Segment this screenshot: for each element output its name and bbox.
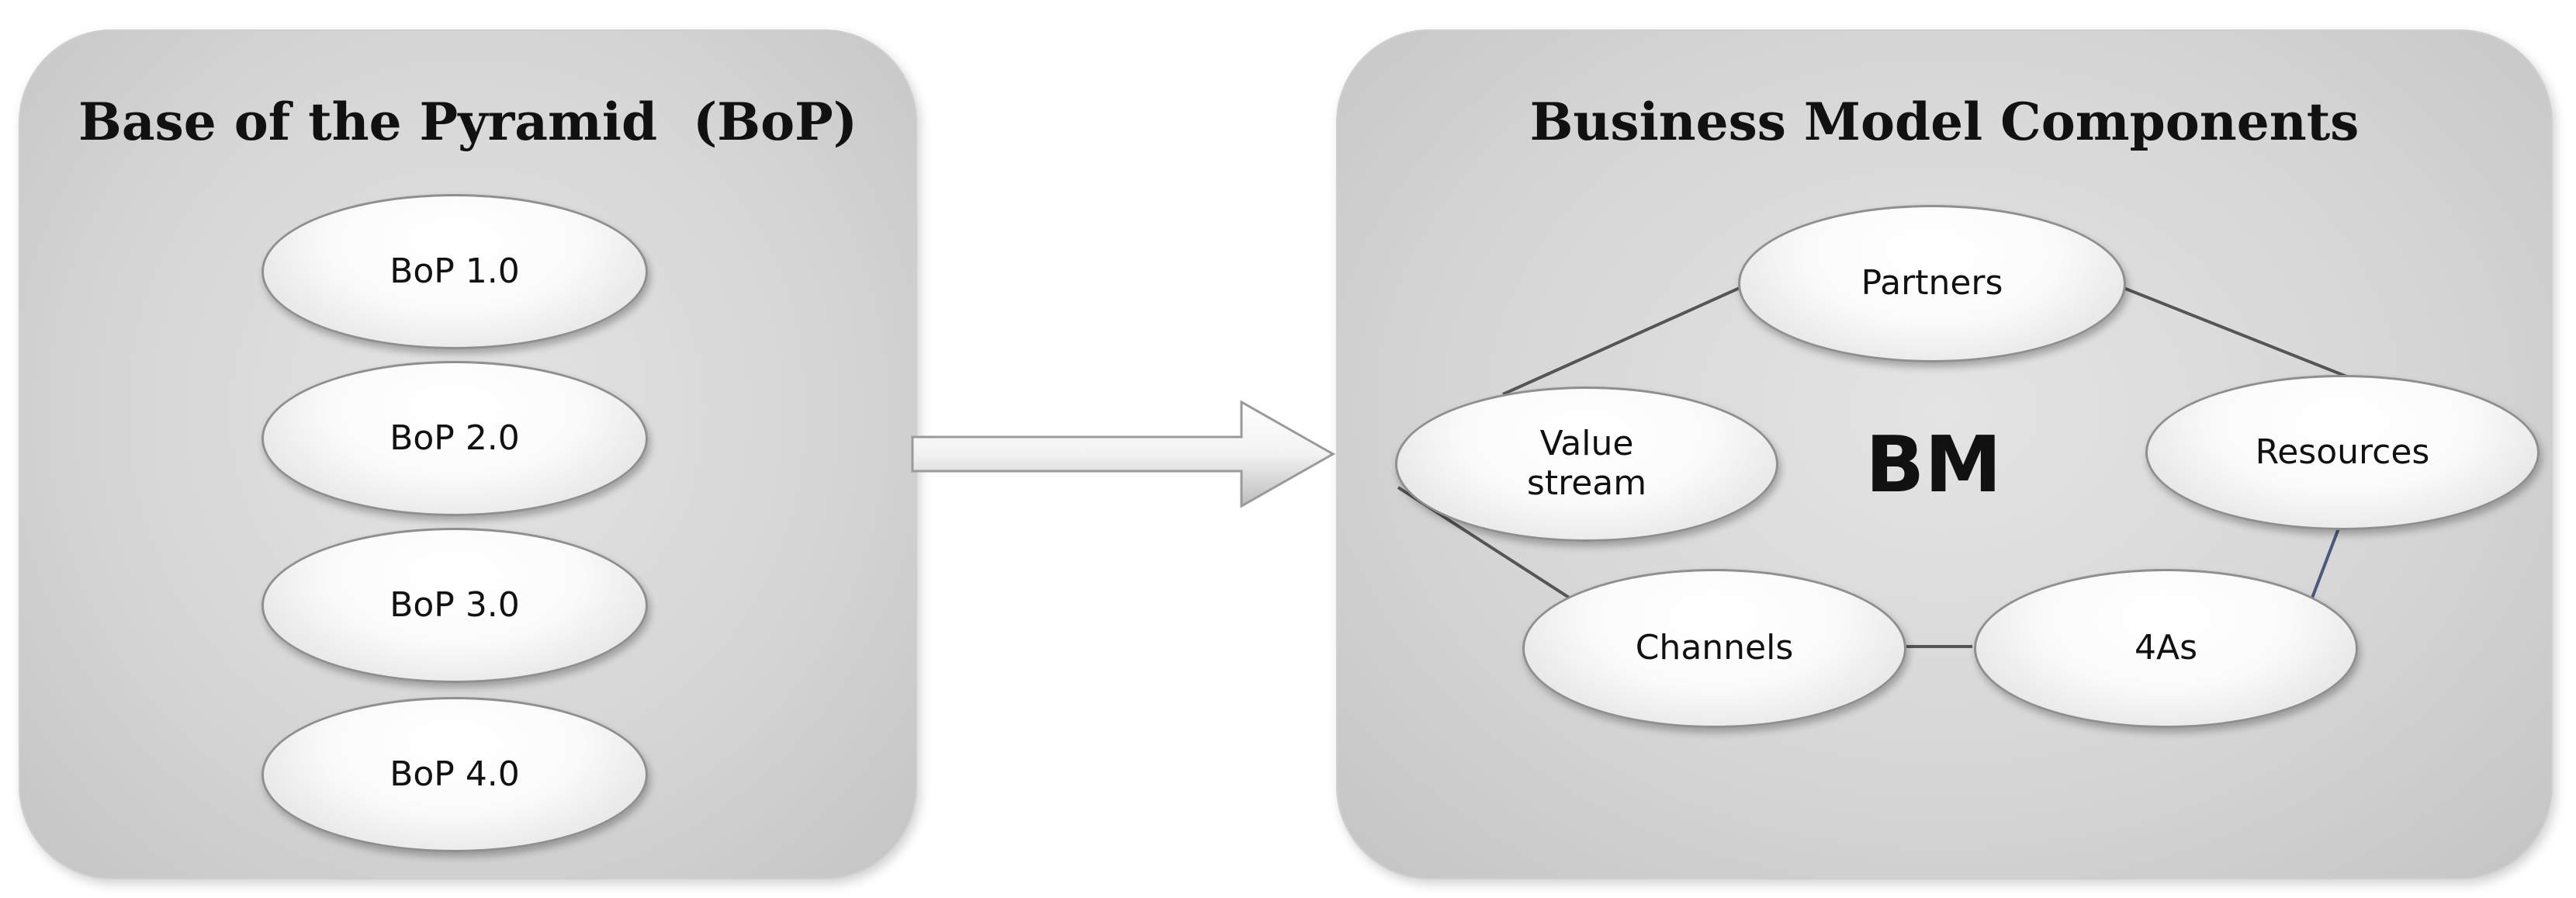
- bop-panel: Base of the Pyramid (BoP) BoP 1.0 BoP 2.…: [19, 29, 917, 879]
- partners-node: Partners: [1738, 205, 2126, 362]
- bm-panel-title: Business Model Components: [1529, 92, 2360, 152]
- bm-panel: Business Model Components Partners Value…: [1336, 29, 2553, 879]
- resources-node: Resources: [2145, 375, 2540, 530]
- bm-center-label: BM: [1865, 418, 2002, 510]
- bop-3-node: BoP 3.0: [261, 528, 648, 683]
- channels-node: Channels: [1522, 569, 1906, 728]
- edge-partners-value-stream: [1502, 286, 1740, 396]
- bop-panel-title: Base of the Pyramid (BoP): [78, 92, 857, 152]
- bop-1-node: BoP 1.0: [261, 194, 648, 349]
- bop-4-node: BoP 4.0: [261, 697, 648, 852]
- edge-resources-4as: [2308, 522, 2342, 605]
- bop-2-node: BoP 2.0: [261, 361, 648, 516]
- four-as-node: 4As: [1974, 569, 2358, 728]
- edge-partners-resources: [2123, 286, 2353, 380]
- flow-arrow-icon: [911, 400, 1336, 508]
- value-stream-node: Value stream: [1395, 387, 1778, 542]
